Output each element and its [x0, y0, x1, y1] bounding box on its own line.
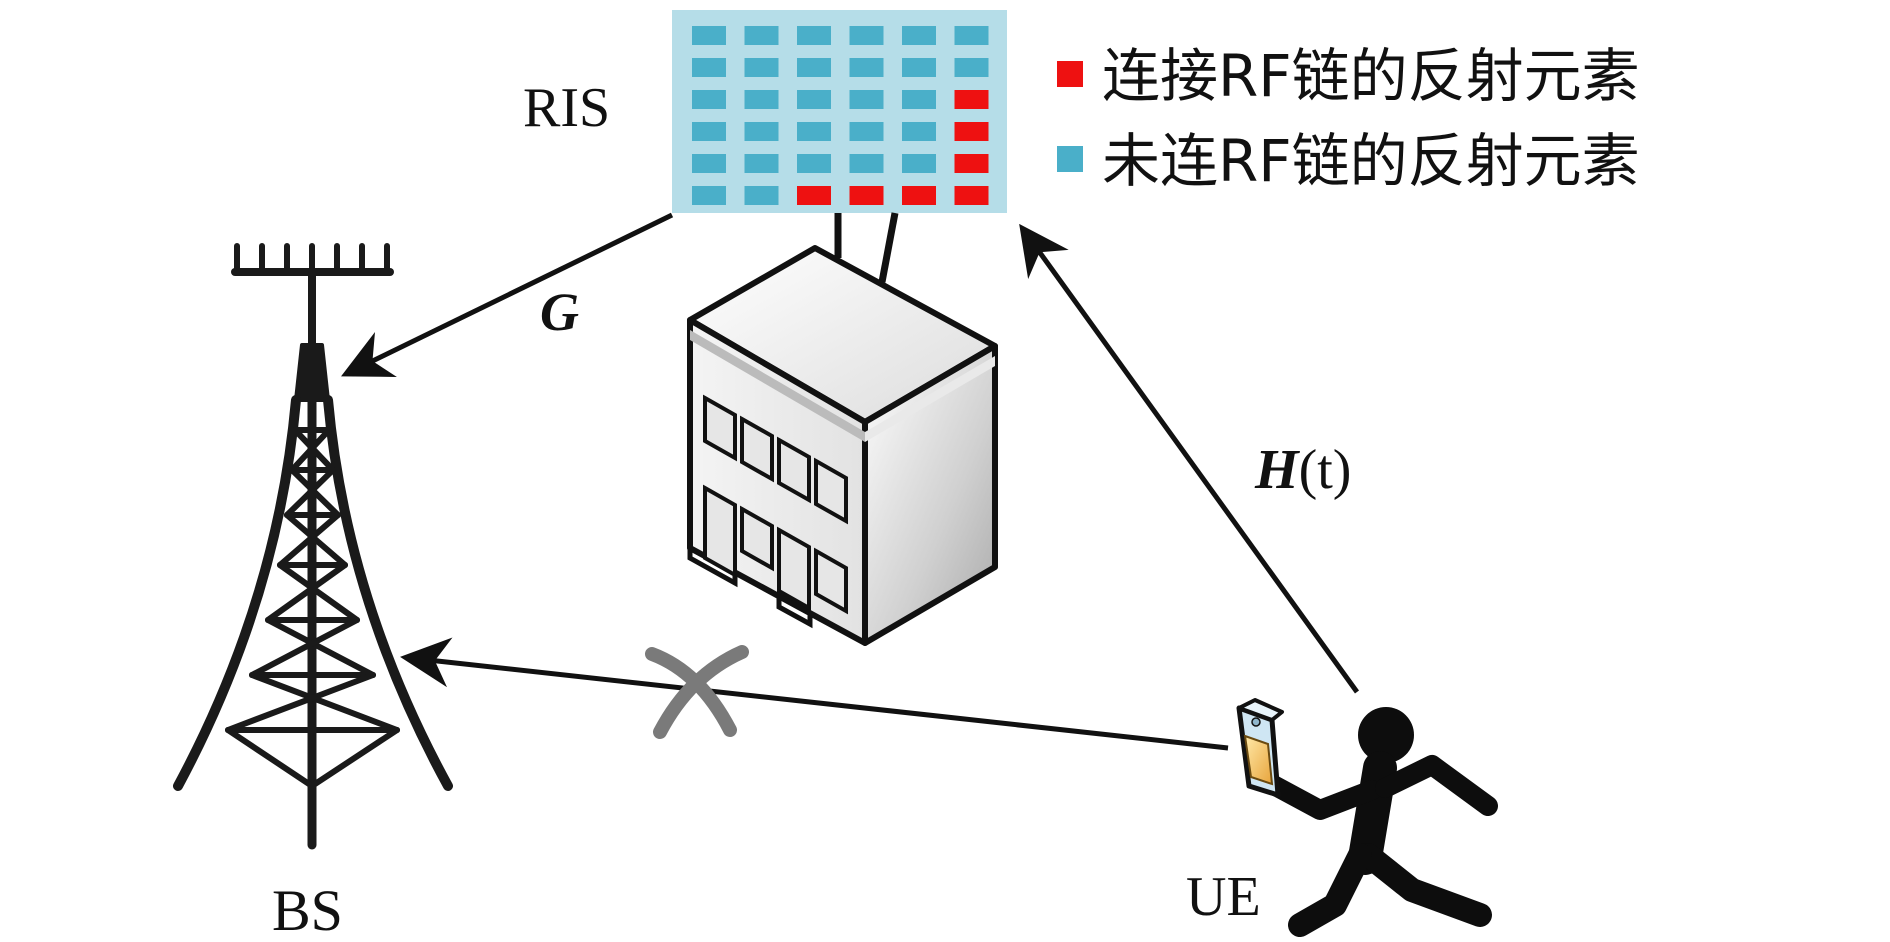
- legend-text-unconnected: 未连RF链的反射元素: [1102, 127, 1640, 195]
- ris-element-unconnected: [744, 154, 779, 173]
- ris-element-unconnected: [902, 154, 936, 173]
- ris-element-connected: [849, 186, 884, 205]
- ris-element-unconnected: [692, 122, 726, 141]
- building-icon: [687, 212, 998, 646]
- ris-element-unconnected: [692, 58, 726, 77]
- ris-element-unconnected: [744, 122, 779, 141]
- legend: 连接RF链的反射元素 未连RF链的反射元素: [1057, 42, 1640, 195]
- legend-swatch-connected: [1057, 61, 1083, 87]
- ris-element-connected: [954, 154, 989, 173]
- ris-element-unconnected: [849, 154, 884, 173]
- ris-element-unconnected: [744, 58, 779, 77]
- link-h: [1019, 223, 1360, 694]
- ris-element-unconnected: [692, 90, 726, 109]
- channel-h-label: H(t): [1254, 439, 1351, 501]
- ris-element-connected: [902, 186, 936, 205]
- ris-label: RIS: [523, 77, 610, 139]
- blocked-link-mark: [645, 645, 749, 739]
- ris-element-unconnected: [902, 26, 936, 45]
- ris-element-unconnected: [692, 154, 726, 173]
- legend-swatch-unconnected: [1057, 146, 1083, 172]
- ris-element-unconnected: [797, 26, 831, 45]
- ris-element-unconnected: [797, 90, 831, 109]
- link-g: [341, 212, 674, 377]
- ris-panel: [672, 10, 1007, 213]
- ris-element-unconnected: [849, 90, 884, 109]
- ris-element-unconnected: [902, 58, 936, 77]
- ris-element-unconnected: [849, 58, 884, 77]
- ris-element-unconnected: [954, 58, 989, 77]
- ris-element-unconnected: [692, 186, 726, 205]
- ris-element-unconnected: [744, 186, 779, 205]
- ris-element-connected: [797, 186, 831, 205]
- mobile-phone-icon: [1236, 698, 1284, 798]
- ris-element-unconnected: [902, 90, 936, 109]
- bs-tower-icon: [173, 243, 453, 850]
- ris-element-unconnected: [849, 26, 884, 45]
- channel-g-label: G: [540, 282, 579, 342]
- ris-element-unconnected: [744, 90, 779, 109]
- ris-element-unconnected: [797, 122, 831, 141]
- ris-element-unconnected: [797, 58, 831, 77]
- ris-element-unconnected: [744, 26, 779, 45]
- bs-label: BS: [272, 878, 343, 942]
- ris-element-connected: [954, 186, 989, 205]
- ris-element-connected: [954, 90, 989, 109]
- ue-label: UE: [1186, 866, 1261, 928]
- ris-element-unconnected: [902, 122, 936, 141]
- ris-element-unconnected: [797, 154, 831, 173]
- legend-text-connected: 连接RF链的反射元素: [1102, 42, 1640, 110]
- ris-element-unconnected: [849, 122, 884, 141]
- ris-element-unconnected: [954, 26, 989, 45]
- ris-element-unconnected: [692, 26, 726, 45]
- ris-element-connected: [954, 122, 989, 141]
- walking-person-icon: [1258, 707, 1498, 937]
- ris-panel-background: [672, 10, 1007, 213]
- link-direct-blocked: [400, 637, 1229, 751]
